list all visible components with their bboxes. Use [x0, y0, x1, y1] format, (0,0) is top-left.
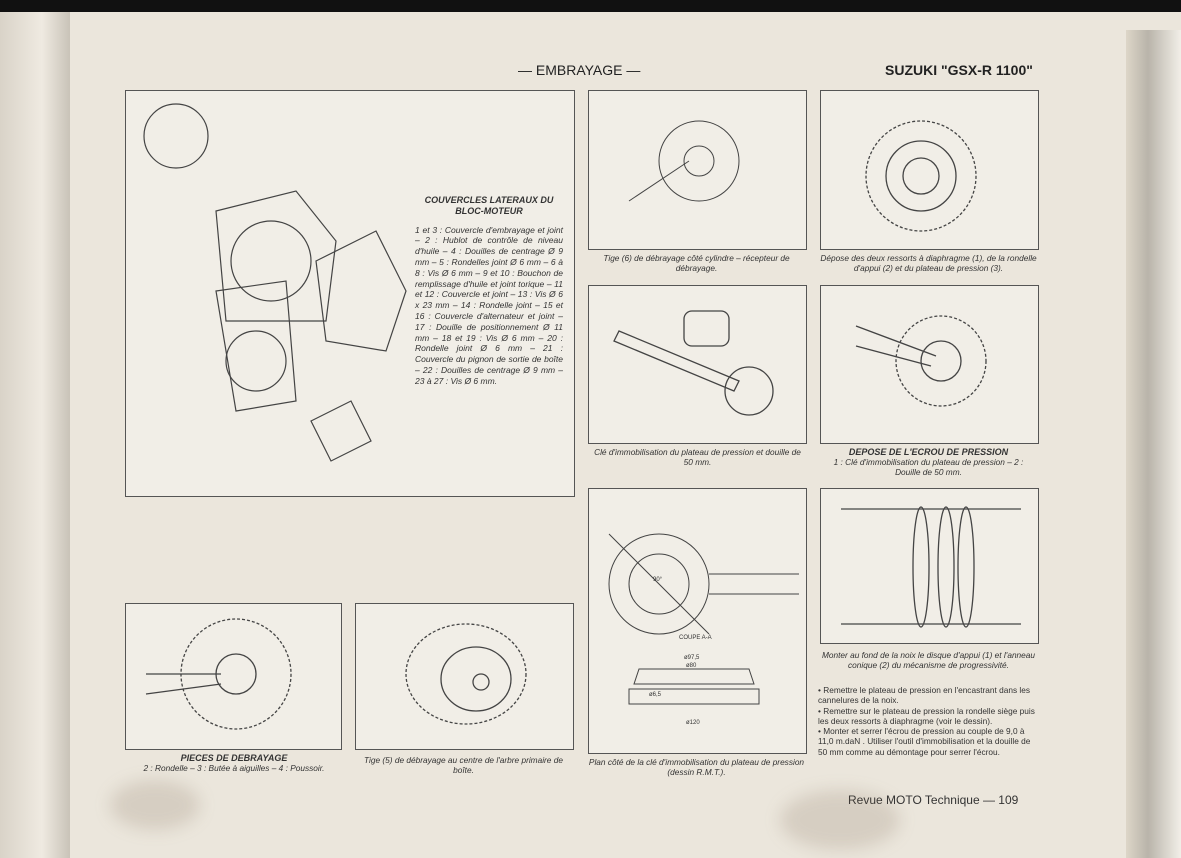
section-header: — EMBRAYAGE — [518, 62, 641, 78]
main-figure-legend: COUVERCLES LATERAUX DU BLOC-MOTEUR 1 et … [415, 195, 563, 387]
exploded-view-drawing [143, 103, 407, 462]
dim-65-label: ø6,5 [649, 692, 662, 698]
book-spine-edge [0, 12, 70, 858]
dim-80-label: ø80 [686, 663, 697, 669]
figure-couvercles [125, 90, 575, 497]
figure-noix [820, 488, 1039, 644]
caption-pieces-title: PIECES DE DEBRAYAGE [180, 753, 288, 763]
caption-plan: Plan côté de la clé d'immobilisation du … [588, 757, 805, 777]
instruction-list: • Remettre le plateau de pression en l'e… [818, 685, 1040, 757]
caption-noix: Monter au fond de la noix le disque d'ap… [821, 650, 1036, 670]
dim-97-label: ø97,5 [684, 655, 700, 661]
caption-tige6: Tige (6) de débrayage côté cylindre – ré… [603, 253, 790, 273]
angle-label: 90° [653, 577, 663, 583]
page-footer: Revue MOTO Technique — 109 [848, 793, 1019, 807]
caption-pieces-text: 2 : Rondelle – 3 : Butée à aiguilles – 4… [143, 763, 325, 773]
figure-cle [588, 285, 807, 444]
stain [110, 780, 200, 830]
caption-ecrou-text: 1 : Clé d'immobilisation du plateau de p… [833, 457, 1024, 477]
figure-tige5 [355, 603, 574, 750]
instruction-item: • Remettre le plateau de pression en l'e… [818, 685, 1031, 706]
main-figure-title: COUVERCLES LATERAUX DU BLOC-MOTEUR [424, 195, 554, 216]
page-stack-edge [1126, 30, 1181, 858]
coupe-label: COUPE A-A [679, 635, 712, 641]
dim-120-label: ø120 [686, 720, 700, 726]
caption-cle: Clé d'immobilisation du plateau de press… [594, 447, 801, 467]
figure-ecrou [820, 285, 1039, 444]
stain [780, 790, 900, 850]
figure-tige6 [588, 90, 807, 250]
caption-ressorts: Dépose des deux ressorts à diaphragme (1… [820, 253, 1037, 273]
caption-tige5: Tige (5) de débrayage au centre de l'arb… [364, 755, 563, 775]
figure-ressorts [820, 90, 1039, 250]
figure-plan: COUPE A-A ø97,5 ø80 ø6,5 ø120 90° [588, 488, 807, 754]
instruction-item: • Monter et serrer l'écrou de pression a… [818, 726, 1031, 757]
model-header: SUZUKI "GSX-R 1100" [885, 62, 1033, 78]
figure-pieces [125, 603, 342, 750]
instruction-item: • Remettre sur le plateau de pression la… [818, 705, 1035, 726]
main-figure-legend-text: 1 et 3 : Couvercle d'embrayage et joint … [415, 224, 563, 386]
caption-ecrou-title: DEPOSE DE L'ECROU DE PRESSION [848, 447, 1009, 457]
